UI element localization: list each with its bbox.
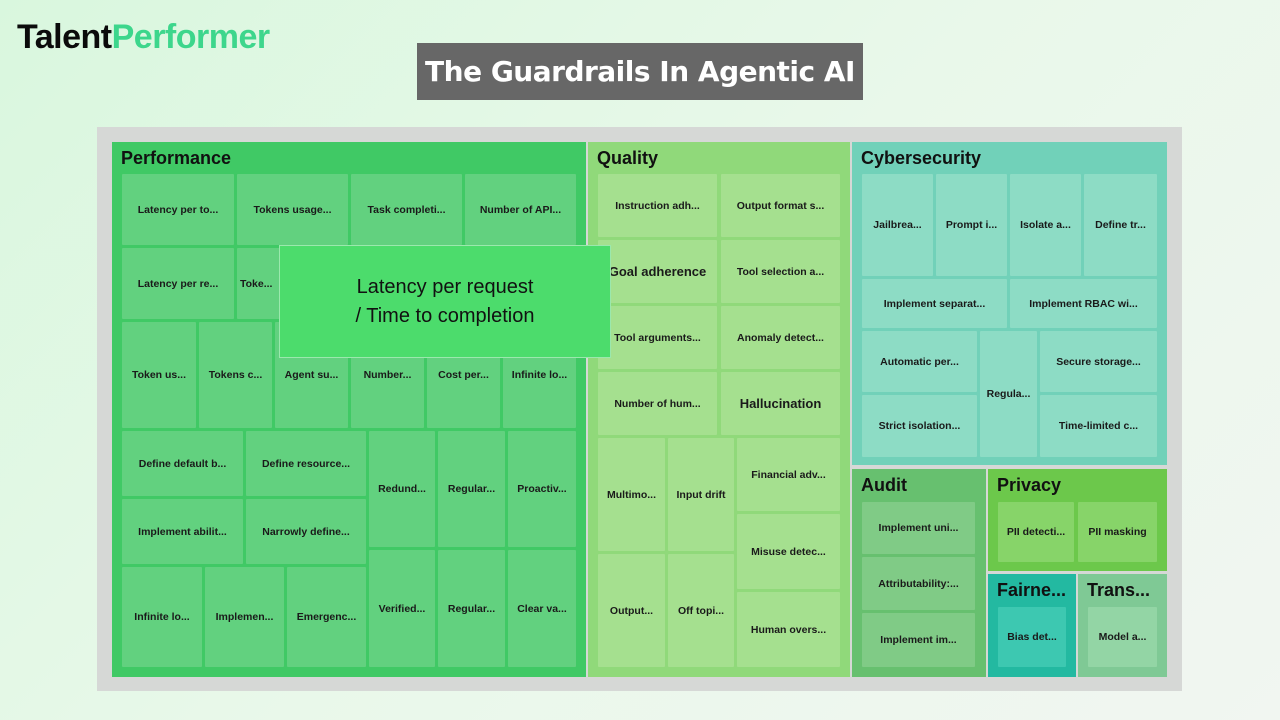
brand-part1: Talent (17, 18, 112, 56)
group-title: Quality (597, 148, 659, 168)
treemap-cell[interactable]: Latency per to... (122, 174, 234, 245)
treemap-cell[interactable]: Regula... (980, 331, 1037, 457)
treemap-cell[interactable]: Task completi... (351, 174, 462, 245)
treemap-cell[interactable]: Emergenc... (287, 567, 366, 667)
group-title: Trans... (1087, 580, 1151, 600)
treemap-cell[interactable]: Number of API... (465, 174, 576, 245)
treemap-cell[interactable]: Implement RBAC wi... (1010, 279, 1157, 328)
treemap-cell[interactable]: Tool arguments... (598, 306, 717, 369)
treemap-cell[interactable]: Verified... (369, 550, 435, 667)
treemap-cell[interactable]: Token us... (122, 322, 196, 428)
group-title: Fairne... (997, 580, 1067, 600)
treemap-cell[interactable]: PII detecti... (998, 502, 1074, 562)
treemap-cell[interactable]: Jailbrea... (862, 174, 933, 276)
treemap-cell[interactable]: Implemen... (205, 567, 284, 667)
treemap-cell[interactable]: Isolate a... (1010, 174, 1081, 276)
group-title: Performance (121, 148, 232, 168)
group-title: Audit (861, 475, 907, 495)
group-title: Cybersecurity (861, 148, 982, 168)
treemap-cell[interactable]: Number of hum... (598, 372, 717, 435)
treemap-cell[interactable]: Proactiv... (508, 431, 576, 547)
treemap-cell[interactable]: Instruction adh... (598, 174, 717, 237)
treemap-cell[interactable]: Regular... (438, 550, 505, 667)
brand-logo: TalentPerformer (17, 18, 270, 57)
hover-tooltip: Latency per request / Time to completion (279, 245, 611, 358)
treemap-cell[interactable]: Anomaly detect... (721, 306, 840, 369)
treemap-cell[interactable]: Secure storage... (1040, 331, 1157, 392)
treemap-cell[interactable]: Strict isolation... (862, 395, 977, 457)
treemap-cell[interactable]: Implement im... (862, 613, 975, 667)
brand-part2: Performer (111, 18, 271, 56)
treemap-cell[interactable]: Redund... (369, 431, 435, 547)
treemap-cell[interactable]: Goal adherence (598, 240, 717, 303)
treemap-cell[interactable]: Time-limited c... (1040, 395, 1157, 457)
tooltip-text: Latency per request / Time to completion (355, 275, 535, 327)
treemap-cell[interactable]: Model a... (1088, 607, 1157, 667)
treemap-cell[interactable]: Narrowly define... (246, 499, 366, 564)
treemap-cell[interactable]: Off topi... (668, 554, 734, 667)
treemap-cell[interactable]: Hallucination (721, 372, 840, 435)
treemap-cell[interactable]: Define resource... (246, 431, 366, 496)
treemap-cell[interactable]: Bias det... (998, 607, 1066, 667)
treemap-cell[interactable]: Output format s... (721, 174, 840, 237)
treemap-cell[interactable]: Latency per re... (122, 248, 234, 319)
treemap-cell[interactable]: Prompt i... (936, 174, 1007, 276)
treemap-cell[interactable]: Attributability:... (862, 557, 975, 610)
treemap-cell[interactable]: Clear va... (508, 550, 576, 667)
treemap-cell[interactable]: Human overs... (737, 592, 840, 667)
treemap-cell[interactable]: PII masking (1078, 502, 1157, 562)
treemap-cell[interactable]: Regular... (438, 431, 505, 547)
treemap-cell[interactable]: Implement separat... (862, 279, 1007, 328)
treemap-cell[interactable]: Tokens c... (199, 322, 272, 428)
treemap-cell[interactable]: Automatic per... (862, 331, 977, 392)
treemap-cell[interactable]: Implement uni... (862, 502, 975, 554)
treemap-cell[interactable]: Tool selection a... (721, 240, 840, 303)
treemap-cell[interactable]: Implement abilit... (122, 499, 243, 564)
treemap-cell[interactable]: Infinite lo... (122, 567, 202, 667)
treemap-cell[interactable]: Output... (598, 554, 665, 667)
treemap-cell[interactable]: Misuse detec... (737, 514, 840, 589)
treemap-cell[interactable]: Define tr... (1084, 174, 1157, 276)
treemap-cell[interactable]: Input drift (668, 438, 734, 551)
treemap-cell[interactable]: Financial adv... (737, 438, 840, 511)
treemap-cell[interactable]: Tokens usage... (237, 174, 348, 245)
treemap-cell[interactable]: Define default b... (122, 431, 243, 496)
page-title: The Guardrails In Agentic AI (417, 43, 863, 100)
group-title: Privacy (997, 475, 1062, 495)
treemap-cell[interactable]: Multimo... (598, 438, 665, 551)
